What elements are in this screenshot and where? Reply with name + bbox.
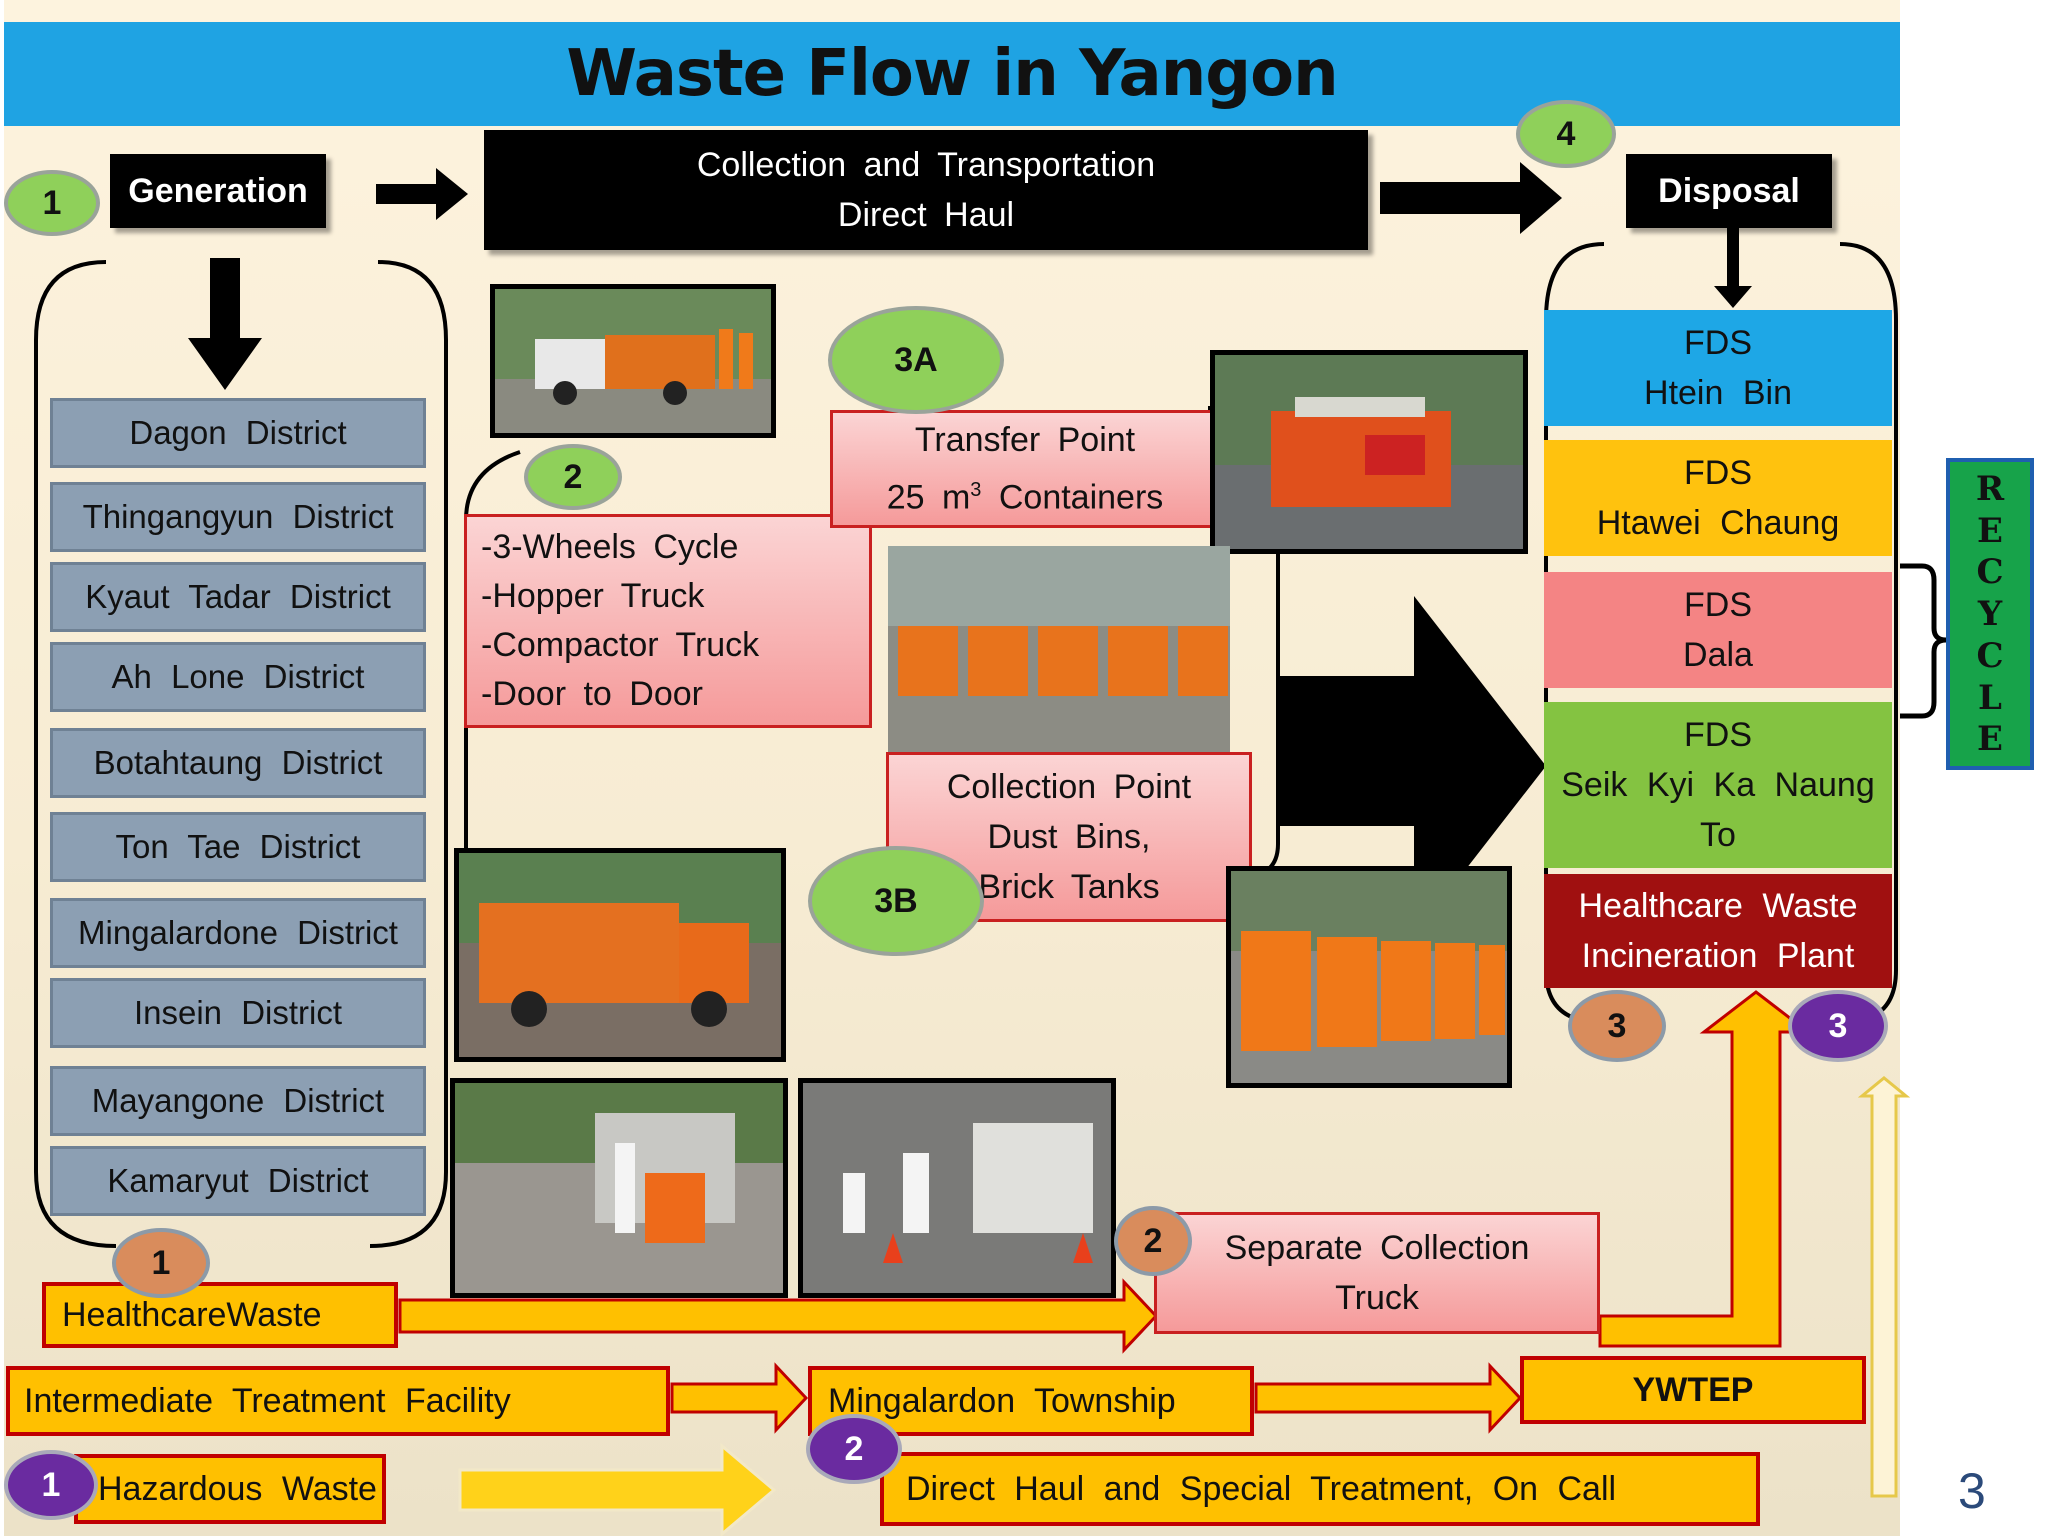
district-item: Insein District: [50, 978, 426, 1048]
district-item: Dagon District: [50, 398, 426, 468]
separate-collection-line2: Truck: [1335, 1279, 1419, 1317]
fds-site-name: Seik Kyi Ka Naung: [1561, 766, 1875, 804]
transfer-point-line2: 25 m3 Containers: [886, 478, 1164, 517]
collection-line1: Collection and Transportation: [696, 146, 1156, 184]
page-title: Waste Flow in Yangon: [566, 37, 1338, 111]
direct-haul-box: Direct Haul and Special Treatment, On Ca…: [880, 1452, 1760, 1526]
marker-collection-methods: 2: [524, 444, 622, 510]
photo-healthcare-truck: [798, 1078, 1116, 1298]
district-item: Ah Lone District: [50, 642, 426, 712]
intermediate-treatment-box: Intermediate Treatment Facility: [6, 1366, 670, 1436]
separate-collection-line1: Separate Collection: [1224, 1229, 1530, 1267]
fds-site-name: Htawei Chaung: [1596, 504, 1840, 542]
district-item: Botahtaung District: [50, 728, 426, 798]
fds-dala: FDS Dala: [1544, 572, 1892, 688]
healthcare-waste-label: HealthcareWaste: [62, 1295, 322, 1334]
district-bracket: [34, 260, 117, 1248]
recycle-box: R E C Y C L E: [1946, 458, 2034, 770]
marker-separate-collection: 2: [1114, 1206, 1192, 1276]
generation-box: Generation: [110, 154, 326, 228]
fds-label: FDS: [1684, 716, 1752, 754]
fds-site-name: Htein Bin: [1644, 374, 1792, 412]
arrow-mingalardon-to-ywtep: [1254, 1362, 1523, 1434]
generation-label: Generation: [128, 171, 308, 210]
collection-point-line1: Collection Point: [946, 768, 1192, 806]
marker-generation: 1: [4, 170, 100, 236]
collection-method-item: -Compactor Truck: [481, 626, 760, 664]
collection-transport-box: Collection and Transportation Direct Hau…: [484, 130, 1368, 250]
arrow-up-right: [1857, 1076, 1911, 1498]
collection-line2: Direct Haul: [837, 196, 1015, 234]
fds-label: FDS: [1684, 324, 1752, 362]
collection-point-line3: Brick Tanks: [978, 868, 1160, 906]
collection-point-line2: Dust Bins,: [987, 818, 1151, 856]
big-arrow-to-fds: [1280, 596, 1546, 936]
marker-direct-haul: 2: [806, 1414, 902, 1484]
arrow-disposal-down: [1714, 228, 1752, 308]
arrow-collection-to-disposal: [1380, 162, 1562, 234]
collection-method-item: -Door to Door: [481, 675, 703, 713]
fds-site-name: Dala: [1683, 636, 1753, 674]
direct-haul-label: Direct Haul and Special Treatment, On Ca…: [906, 1469, 1617, 1508]
photo-tricycle-truck: [490, 284, 776, 438]
collection-method-item: -3-Wheels Cycle: [481, 528, 739, 566]
fds-site-name-cont: To: [1700, 816, 1736, 854]
intermediate-label: Intermediate Treatment Facility: [24, 1381, 511, 1420]
arrow-generation-down: [188, 258, 262, 390]
photo-tricycles: [888, 546, 1230, 752]
fds-htein-bin: FDS Htein Bin: [1544, 310, 1892, 426]
incineration-line1: Healthcare Waste: [1578, 887, 1858, 925]
fds-label: FDS: [1684, 454, 1752, 492]
district-item: Kamaryut District: [50, 1146, 426, 1216]
transfer-point-box: Transfer Point 25 m3 Containers: [830, 410, 1220, 528]
photo-compactor-truck: [454, 848, 786, 1062]
healthcare-waste-box: HealthcareWaste: [42, 1282, 398, 1348]
marker-disposal: 4: [1516, 100, 1616, 168]
fds-seik-kyi-ka-naung-to: FDS Seik Kyi Ka Naung To: [1544, 702, 1892, 868]
photo-healthcare-collection: [450, 1078, 788, 1298]
photo-transfer-container: [1210, 350, 1528, 554]
recycle-bracket: [1900, 563, 1947, 719]
arrow-generation-to-collection: [376, 168, 468, 220]
district-item: Kyaut Tadar District: [50, 562, 426, 632]
recycle-letter: Y: [1977, 594, 2003, 634]
recycle-letter: C: [1976, 552, 2004, 593]
district-item: Thingangyun District: [50, 482, 426, 552]
fds-htawei-chaung: FDS Htawei Chaung: [1544, 440, 1892, 556]
disposal-label: Disposal: [1658, 171, 1800, 210]
marker-incineration-right: 3: [1788, 990, 1888, 1062]
district-item: Mayangone District: [50, 1066, 426, 1136]
district-item: Mingalardone District: [50, 898, 426, 968]
ywtep-box: YWTEP: [1520, 1356, 1866, 1424]
arrow-healthcare-to-separate: [398, 1278, 1159, 1354]
marker-incineration-left: 3: [1568, 990, 1666, 1062]
district-item: Ton Tae District: [50, 812, 426, 882]
marker-healthcare-waste: 1: [112, 1228, 210, 1298]
marker-collection-point: 3B: [808, 846, 984, 956]
transfer-point-line1: Transfer Point: [914, 421, 1136, 460]
arrow-hazardous: [458, 1442, 777, 1536]
page-number: 3: [1958, 1463, 1986, 1519]
healthcare-incineration-plant: Healthcare Waste Incineration Plant: [1544, 874, 1892, 988]
incineration-line2: Incineration Plant: [1581, 937, 1855, 975]
hazardous-label: Hazardous Waste: [98, 1469, 377, 1508]
mingalardon-label: Mingalardon Township: [828, 1381, 1176, 1420]
recycle-letter: L: [1978, 677, 2002, 718]
separate-collection-box: Separate Collection Truck: [1154, 1212, 1600, 1334]
disposal-box: Disposal: [1626, 154, 1832, 228]
fds-label: FDS: [1684, 586, 1752, 624]
ywtep-label: YWTEP: [1632, 1370, 1754, 1409]
photo-dust-bins: [1226, 866, 1512, 1088]
marker-transfer-point: 3A: [828, 306, 1004, 414]
recycle-letter: E: [1977, 510, 2003, 551]
recycle-letter: E: [1977, 719, 2003, 760]
marker-hazardous-waste: 1: [4, 1450, 98, 1520]
arrow-intermediate-to-mingalardon: [670, 1362, 809, 1434]
recycle-letter: R: [1975, 468, 2005, 509]
collection-method-item: -Hopper Truck: [481, 577, 705, 615]
collection-methods-box: -3-Wheels Cycle -Hopper Truck -Compactor…: [464, 514, 872, 728]
recycle-letter: C: [1976, 635, 2004, 676]
hazardous-waste-box: Hazardous Waste: [74, 1454, 386, 1524]
